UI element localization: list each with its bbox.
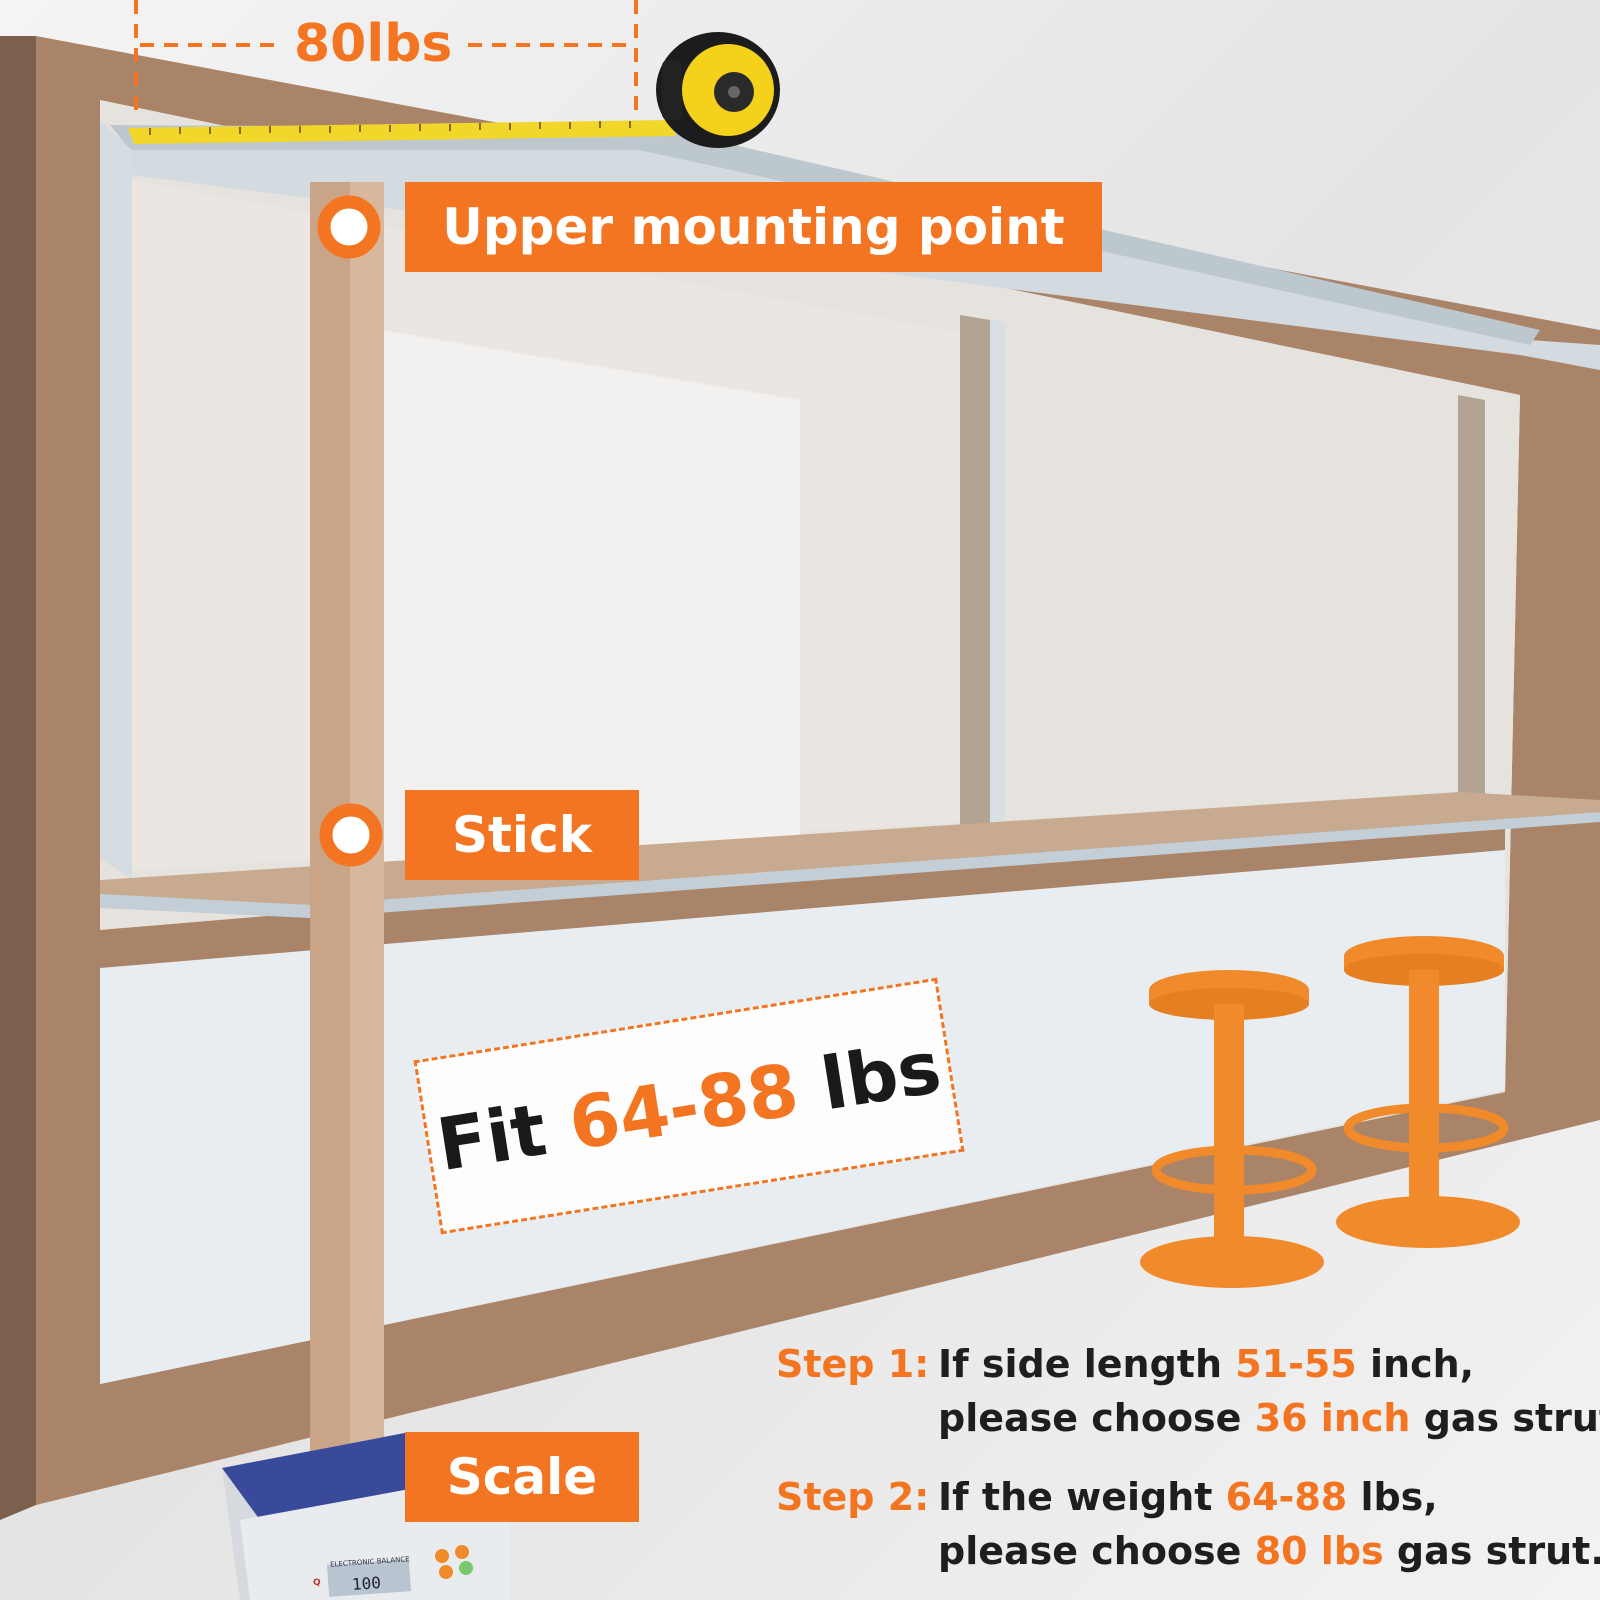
upper-mounting-point-label: Upper mounting point bbox=[405, 182, 1102, 272]
center-post bbox=[960, 315, 990, 835]
bar-stool-right bbox=[1336, 936, 1520, 1248]
tape-ticks bbox=[149, 121, 631, 135]
fit-range: 64-88 bbox=[563, 1047, 804, 1167]
measure-dashes bbox=[134, 0, 638, 120]
bar-stool-left bbox=[1140, 970, 1324, 1288]
tape-measure-icon bbox=[656, 32, 780, 148]
scale-label: Scale bbox=[405, 1432, 639, 1522]
interior-alcove bbox=[380, 330, 800, 880]
step-1-line-2: please choose 36 inch gas strut. bbox=[938, 1396, 1600, 1440]
frame-left-side bbox=[0, 36, 36, 1520]
awning-edge bbox=[110, 125, 1540, 345]
fit-unit: lbs bbox=[815, 1024, 947, 1127]
left-trim bbox=[100, 120, 132, 880]
scale-reading: 100 bbox=[351, 1573, 382, 1594]
step-2-tag: Step 2: bbox=[776, 1475, 930, 1519]
step-2-line-1: If the weight 64-88 lbs, bbox=[938, 1475, 1438, 1519]
step-1-line-1: If side length 51-55 inch, bbox=[938, 1342, 1475, 1386]
fit-prefix: Fit bbox=[431, 1087, 552, 1188]
counter-edge bbox=[100, 812, 1600, 918]
measure-weight-label: 80lbs bbox=[294, 14, 453, 74]
right-post bbox=[1458, 395, 1485, 810]
step-1-tag: Step 1: bbox=[776, 1342, 930, 1386]
tape-measure-blade bbox=[128, 120, 676, 144]
center-post-edge bbox=[990, 320, 1005, 830]
scale-brand-logo: Q bbox=[313, 1578, 321, 1588]
step-2-line-2: please choose 80 lbs gas strut. bbox=[938, 1529, 1600, 1573]
stick-label: Stick bbox=[405, 790, 639, 880]
